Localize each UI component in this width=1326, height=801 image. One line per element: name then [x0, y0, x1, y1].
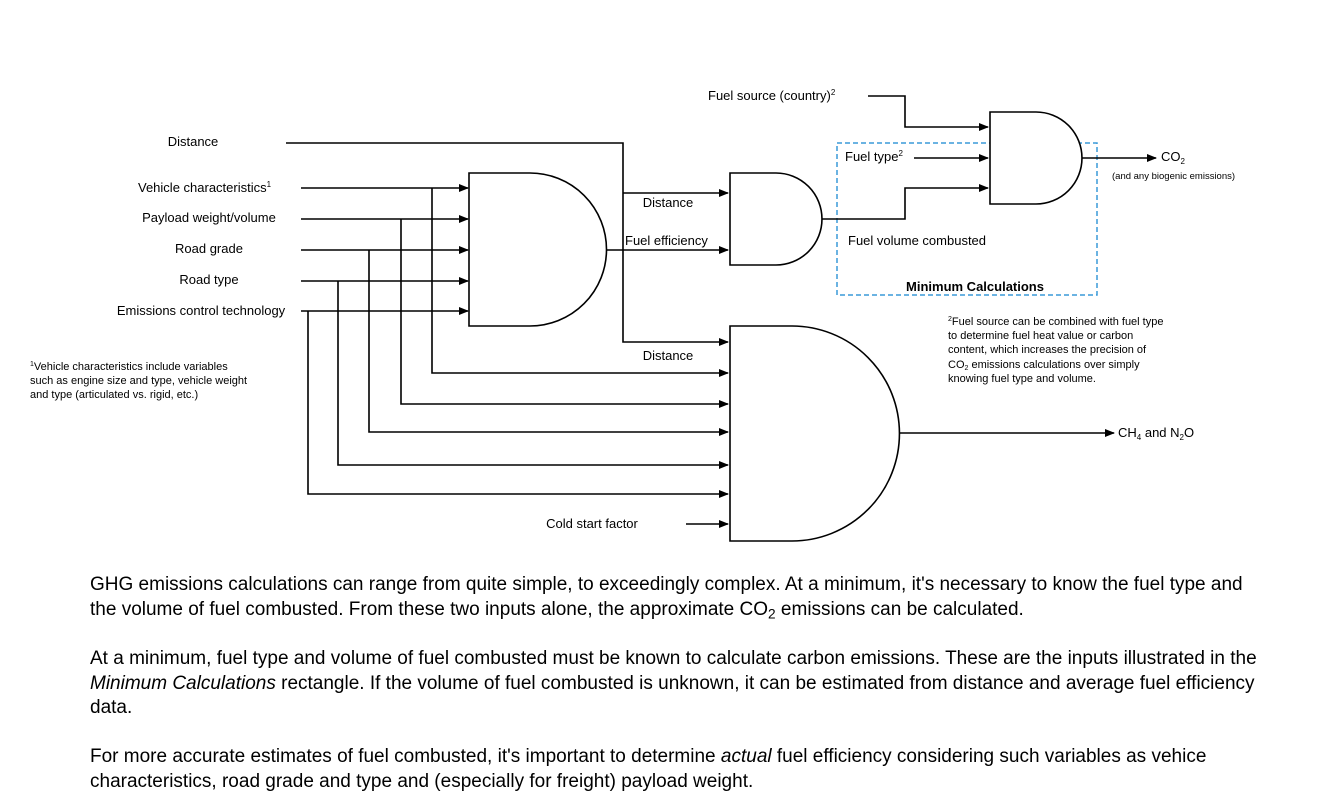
distance-b-label: Distance: [643, 348, 694, 363]
paragraph-3: For more accurate estimates of fuel comb…: [90, 746, 1207, 792]
paragraph-2: At a minimum, fuel type and volume of fu…: [90, 648, 1257, 718]
road-type-label: Road type: [179, 272, 238, 287]
emissions-tech-branch-wire: [307, 311, 729, 498]
fuel-type-label: Fuel type2: [845, 149, 903, 164]
svg-text:and type (articulated vs. rigi: and type (articulated vs. rigid, etc.): [30, 389, 198, 401]
vehicle-branch-wire: [431, 188, 729, 377]
svg-text:2Fuel source can be combined w: 2Fuel source can be combined with fuel t…: [948, 316, 1163, 328]
vehicle-label: Vehicle characteristics1: [138, 180, 272, 195]
paragraph-1: GHG emissions calculations can range fro…: [90, 574, 1243, 621]
co2-gate: [989, 111, 1083, 205]
road-grade-branch-wire: [368, 250, 729, 436]
road-type-branch-wire: [337, 281, 729, 469]
emissions-logic-diagram: Minimum Calculations Distance Vehicle ch…: [30, 88, 1235, 542]
fuel-source-label: Fuel source (country)2: [708, 88, 836, 103]
svg-text:to determine fuel heat value o: to determine fuel heat value or carbon: [948, 330, 1133, 342]
fuel-source-wire: [868, 95, 989, 131]
fuel-volume-wire: [822, 184, 989, 220]
svg-text:CO2 emissions calculations ove: CO2 emissions calculations over simply: [948, 359, 1140, 372]
fuel-volume-label: Fuel volume combusted: [848, 233, 986, 248]
svg-text:knowing fuel type and volume.: knowing fuel type and volume.: [948, 373, 1096, 385]
footnote-2: 2Fuel source can be combined with fuel t…: [948, 316, 1163, 385]
road-grade-label: Road grade: [175, 241, 243, 256]
distance-a-label: Distance: [643, 195, 694, 210]
ch4-n2o-gate: [729, 325, 901, 542]
biogenic-label: (and any biogenic emissions): [1112, 171, 1235, 182]
co2-label: CO2: [1161, 149, 1186, 166]
distance-wire: [286, 142, 729, 346]
fuel-efficiency-label: Fuel efficiency: [625, 233, 708, 248]
minimum-calculations-title: Minimum Calculations: [906, 279, 1044, 294]
fuel-volume-gate: [729, 172, 823, 266]
fuel-efficiency-gate: [468, 172, 608, 327]
emissions-tech-label: Emissions control technology: [117, 303, 286, 318]
payload-label: Payload weight/volume: [142, 210, 276, 225]
svg-text:1Vehicle characteristics inclu: 1Vehicle characteristics include variabl…: [30, 361, 228, 373]
cold-start-label: Cold start factor: [546, 516, 638, 531]
distance-label: Distance: [168, 134, 219, 149]
svg-text:such as engine size and type,: such as engine size and type, vehicle we…: [30, 375, 247, 387]
footnote-1: 1Vehicle characteristics include variabl…: [30, 361, 247, 401]
ch4-n2o-label: CH4 and N2O: [1118, 425, 1194, 442]
payload-branch-wire: [400, 219, 729, 408]
svg-text:content, which increases the p: content, which increases the precision o…: [948, 344, 1147, 356]
